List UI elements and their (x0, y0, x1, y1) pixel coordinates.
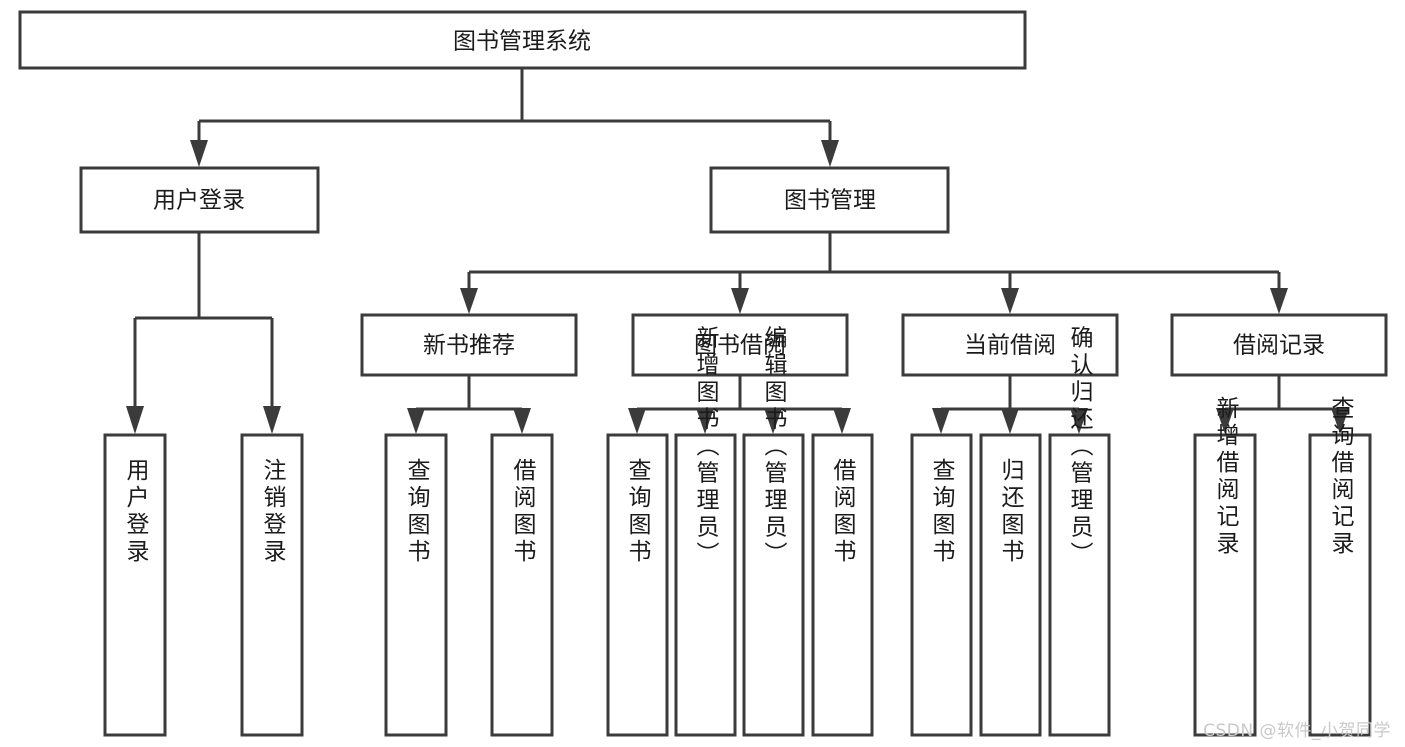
leaf-current-borrow-confirm[interactable]: 确认归还（管理员） (1048, 326, 1111, 737)
leaf-borrow-record-add-label: 新增借阅记录 (1212, 396, 1240, 558)
arrow-new-book-leaf-2 (513, 408, 531, 434)
leaf-user-login-logout[interactable]: 注销登录 (240, 433, 304, 737)
leaf-new-book-query-label: 查询图书 (403, 458, 431, 566)
arrow-current-borrow-leaf-3 (1070, 408, 1088, 434)
leaf-borrow-record-add-box[interactable] (1193, 433, 1257, 737)
leaf-borrow-record-query-label: 查询借阅记录 (1327, 396, 1355, 558)
leaf-new-book-borrow[interactable]: 借阅图书 (490, 433, 554, 737)
leaf-book-borrow-borrow-label: 借阅图书 (829, 458, 857, 566)
leaf-book-borrow-add-box[interactable] (674, 433, 737, 737)
node-current-borrow-label: 当前借阅 (964, 333, 1056, 359)
arrow-new-book-leaf-1 (407, 408, 425, 434)
leaf-book-borrow-add[interactable]: 新增图书（管理员） (674, 326, 737, 737)
leaf-book-borrow-borrow[interactable]: 借阅图书 (811, 433, 874, 737)
leaf-new-book-query-box[interactable] (384, 433, 448, 737)
leaf-current-borrow-query-box[interactable] (910, 433, 973, 737)
leaf-new-book-borrow-label: 借阅图书 (509, 458, 537, 566)
leaf-book-borrow-add-label: 新增图书（管理员） (692, 326, 720, 569)
arrow-current-borrow-leaf-1 (932, 408, 950, 434)
node-new-book-recommend-box[interactable] (360, 313, 578, 377)
node-book-management-label: 图书管理 (784, 188, 876, 214)
node-book-management[interactable]: 图书管理 (709, 166, 950, 234)
node-root-box[interactable] (18, 10, 1027, 70)
arrow-root-to-user-login (190, 140, 208, 167)
leaf-book-borrow-edit[interactable]: 编辑图书（管理员） (742, 326, 805, 737)
leaf-book-borrow-edit-box[interactable] (742, 433, 805, 737)
leaf-borrow-record-query-box[interactable] (1308, 433, 1372, 737)
node-new-book-recommend-label: 新书推荐 (423, 333, 515, 359)
leaf-current-borrow-return-label: 归还图书 (997, 458, 1025, 566)
arrow-borrow-record-leaf-2 (1331, 408, 1349, 434)
arrow-book-mgmt-to-book-borrow (731, 288, 749, 314)
node-current-borrow[interactable]: 当前借阅 (901, 313, 1119, 377)
node-borrow-record-box[interactable] (1170, 313, 1388, 377)
leaf-book-borrow-borrow-box[interactable] (811, 433, 874, 737)
connectors (126, 68, 1349, 434)
leaf-borrow-record-add[interactable]: 新增借阅记录 (1193, 396, 1257, 737)
leaf-borrow-record-query[interactable]: 查询借阅记录 (1308, 396, 1372, 737)
arrow-book-mgmt-to-borrow-record (1270, 288, 1288, 314)
leaf-user-login-logout-label: 注销登录 (259, 458, 287, 566)
leaf-new-book-borrow-box[interactable] (490, 433, 554, 737)
arrow-book-borrow-leaf-3 (764, 408, 782, 434)
leaf-current-borrow-return[interactable]: 归还图书 (979, 433, 1042, 737)
arrow-book-mgmt-to-current-borrow (1001, 288, 1019, 314)
leaf-user-login-login-box[interactable] (103, 433, 167, 737)
arrow-user-login-leaf-2 (263, 406, 281, 434)
arrow-book-borrow-leaf-4 (833, 408, 851, 434)
arrow-current-borrow-leaf-2 (1001, 408, 1019, 434)
arrow-borrow-record-leaf-1 (1216, 408, 1234, 434)
node-root-label: 图书管理系统 (453, 29, 591, 55)
leaf-new-book-query[interactable]: 查询图书 (384, 433, 448, 737)
leaf-book-borrow-query-box[interactable] (606, 433, 669, 737)
node-book-management-box[interactable] (709, 166, 950, 234)
arrow-book-mgmt-to-new-book (460, 288, 478, 314)
node-user-login-label: 用户登录 (153, 188, 245, 214)
node-root[interactable]: 图书管理系统 (18, 10, 1027, 70)
node-book-borrow[interactable]: 图书借阅 (631, 313, 849, 377)
arrow-user-login-leaf-1 (126, 406, 144, 434)
node-new-book-recommend[interactable]: 新书推荐 (360, 313, 578, 377)
leaf-user-login-logout-box[interactable] (240, 433, 304, 737)
node-book-borrow-box[interactable] (631, 313, 849, 377)
node-user-login[interactable]: 用户登录 (79, 166, 320, 234)
arrow-book-borrow-leaf-1 (628, 408, 646, 434)
leaf-current-borrow-confirm-label: 确认归还（管理员） (1066, 326, 1094, 569)
leaf-current-borrow-query[interactable]: 查询图书 (910, 433, 973, 737)
leaf-book-borrow-query-label: 查询图书 (624, 458, 652, 566)
node-book-borrow-label: 图书借阅 (694, 333, 786, 359)
leaf-book-borrow-edit-label: 编辑图书（管理员） (760, 326, 788, 569)
leaf-current-borrow-query-label: 查询图书 (928, 458, 956, 566)
node-user-login-box[interactable] (79, 166, 320, 234)
leaf-book-borrow-query[interactable]: 查询图书 (606, 433, 669, 737)
node-borrow-record-label: 借阅记录 (1233, 333, 1325, 359)
arrow-book-borrow-leaf-2 (696, 408, 714, 434)
leaf-current-borrow-confirm-box[interactable] (1048, 433, 1111, 737)
leaf-user-login-login[interactable]: 用户登录 (103, 433, 167, 737)
leaf-current-borrow-return-box[interactable] (979, 433, 1042, 737)
leaf-user-login-login-label: 用户登录 (122, 458, 150, 566)
node-current-borrow-box[interactable] (901, 313, 1119, 377)
node-borrow-record[interactable]: 借阅记录 (1170, 313, 1388, 377)
arrow-root-to-book-mgmt (821, 140, 839, 167)
